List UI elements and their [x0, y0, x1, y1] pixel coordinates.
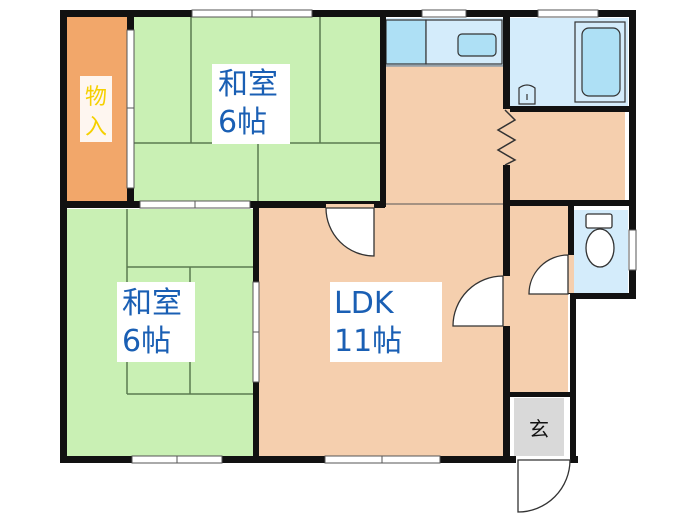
ldk-name: LDK	[334, 286, 395, 321]
washitsu-bottom-size: 6帖	[122, 324, 171, 359]
storage-label-2: 入	[85, 115, 107, 140]
genkan-label: 玄	[529, 417, 549, 441]
washbasin-icon	[518, 84, 536, 105]
door-entry	[516, 456, 571, 513]
toilet-icon	[585, 213, 615, 268]
bathtub-icon	[574, 21, 626, 103]
door-toilet	[528, 254, 574, 295]
washitsu-top-name: 和室	[218, 67, 278, 102]
genkan-floor	[514, 398, 564, 456]
storage-label: 物	[85, 85, 107, 110]
washitsu-top-size: 6帖	[218, 105, 267, 140]
ldk-size: 11帖	[334, 324, 402, 359]
door-washitsu-ldk	[325, 204, 375, 257]
hallway-floor	[510, 204, 568, 394]
washitsu-bottom-name: 和室	[122, 286, 182, 321]
windows	[126, 9, 637, 464]
accordion-door	[496, 109, 517, 166]
kitchen-counter	[385, 19, 503, 65]
door-ldk-hallway	[452, 275, 510, 327]
